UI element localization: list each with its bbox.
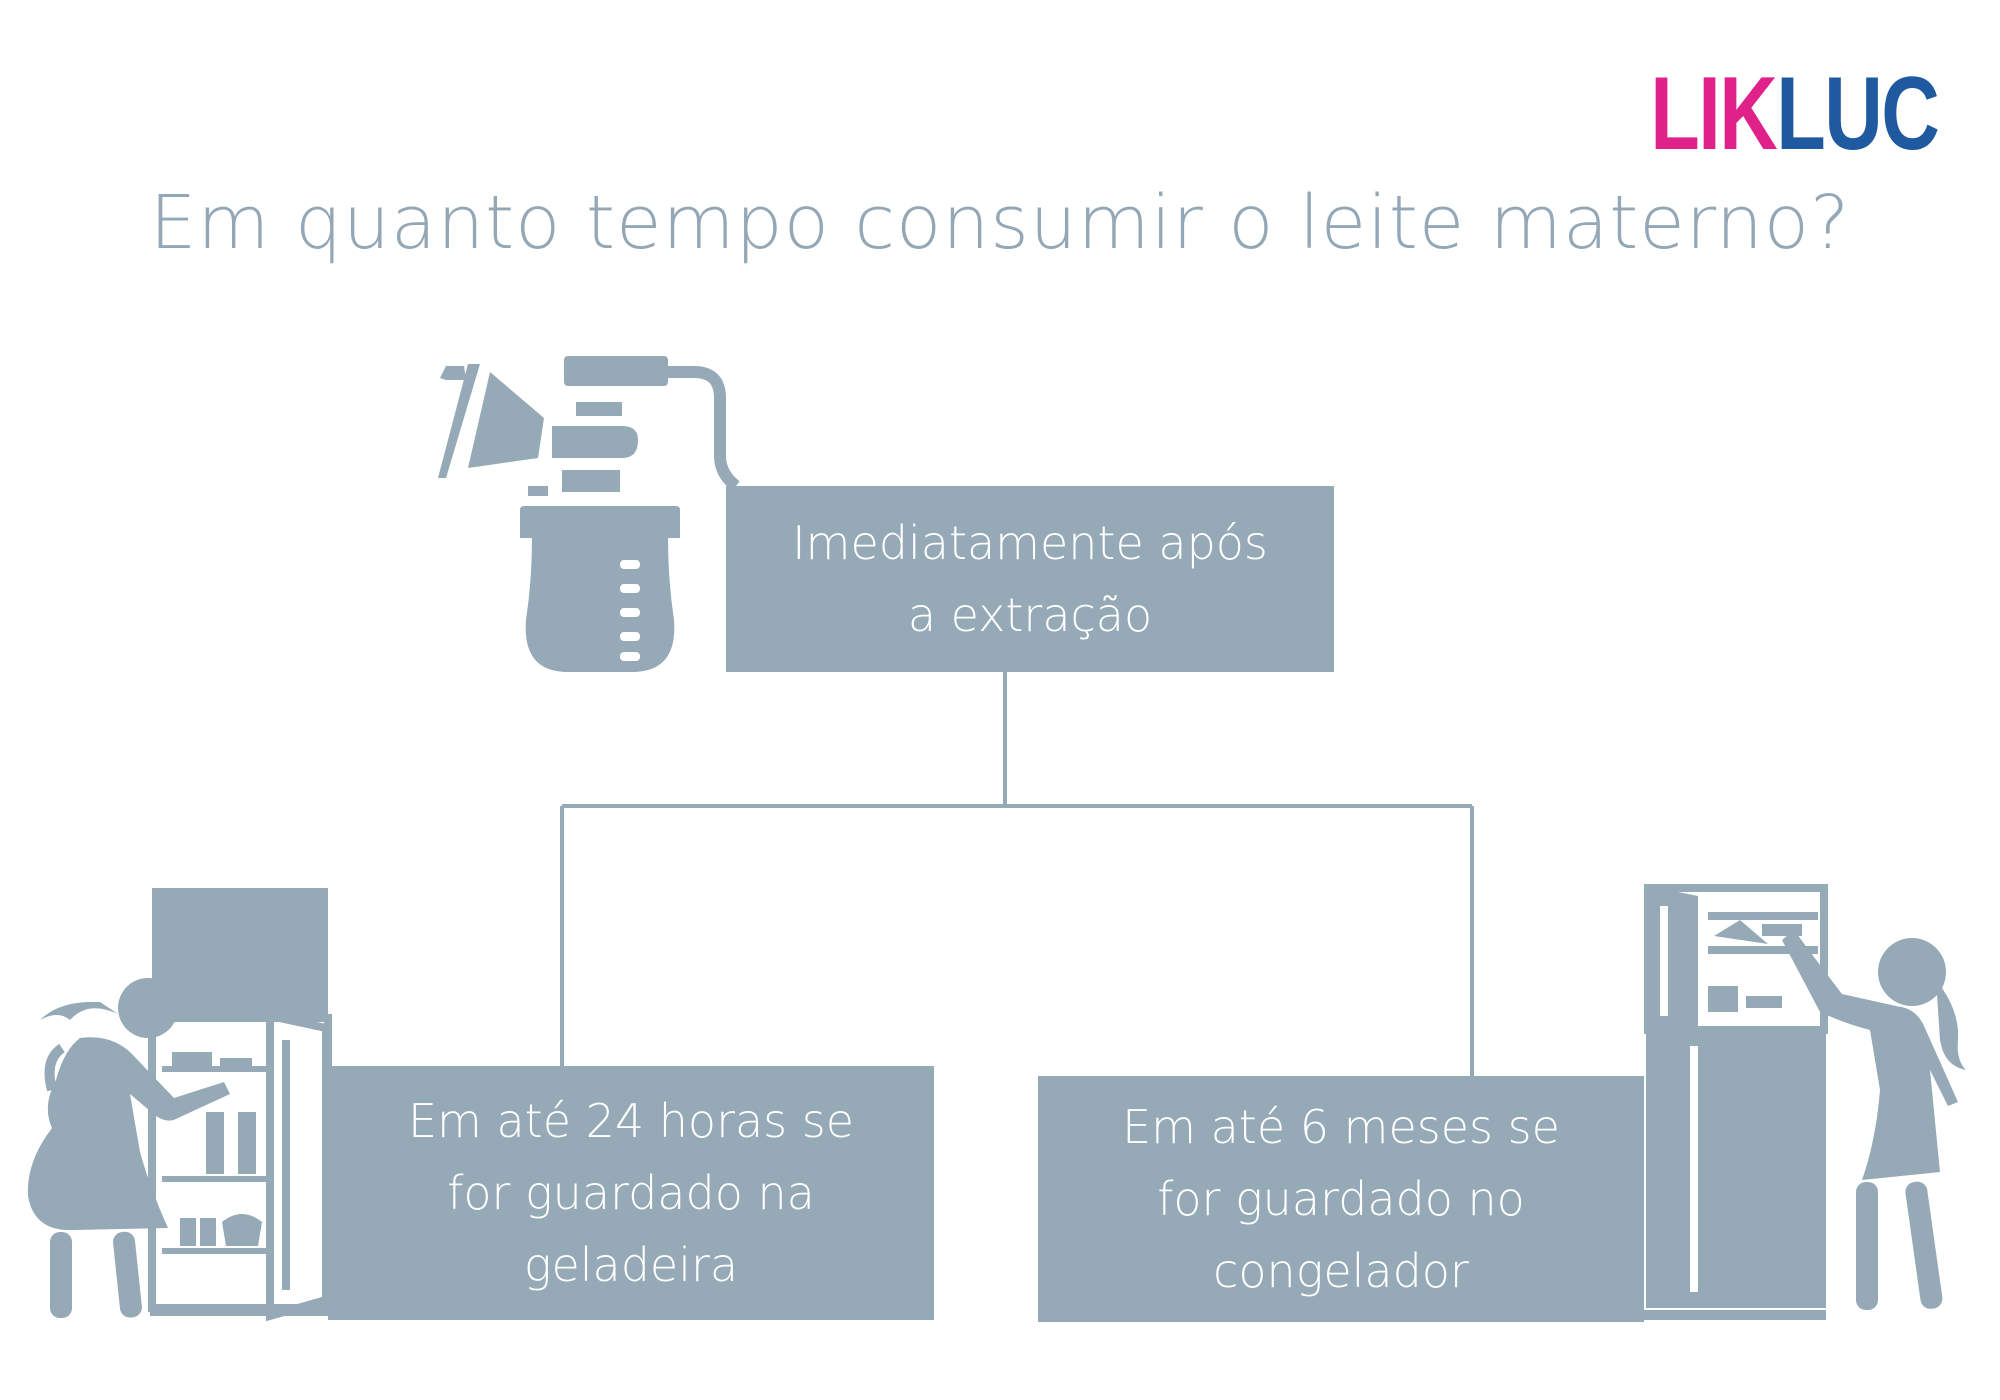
brand-logo-part2: LUC <box>1775 56 1940 172</box>
woman-refrigerator-icon <box>27 888 332 1322</box>
node-refrigerator-label: Em até 24 horas se for guardado na gelad… <box>407 1094 855 1292</box>
node-immediately: Imediatamente após a extração <box>726 486 1334 672</box>
page-title: Em quanto tempo consumir o leite materno… <box>149 180 1851 266</box>
woman-freezer-icon <box>1644 884 1966 1320</box>
node-freezer: Em até 6 meses se for guardado no congel… <box>1038 1076 1644 1322</box>
node-freezer-label: Em até 6 meses se for guardado no congel… <box>1122 1100 1560 1298</box>
connector-lines <box>560 672 1474 1076</box>
brand-logo-part1: LIK <box>1649 56 1778 172</box>
breast-pump-icon <box>438 356 740 672</box>
node-immediately-label: Imediatamente após a extração <box>792 516 1268 642</box>
brand-logo: LIKLUC <box>1650 62 1940 166</box>
node-refrigerator: Em até 24 horas se for guardado na gelad… <box>328 1066 934 1320</box>
